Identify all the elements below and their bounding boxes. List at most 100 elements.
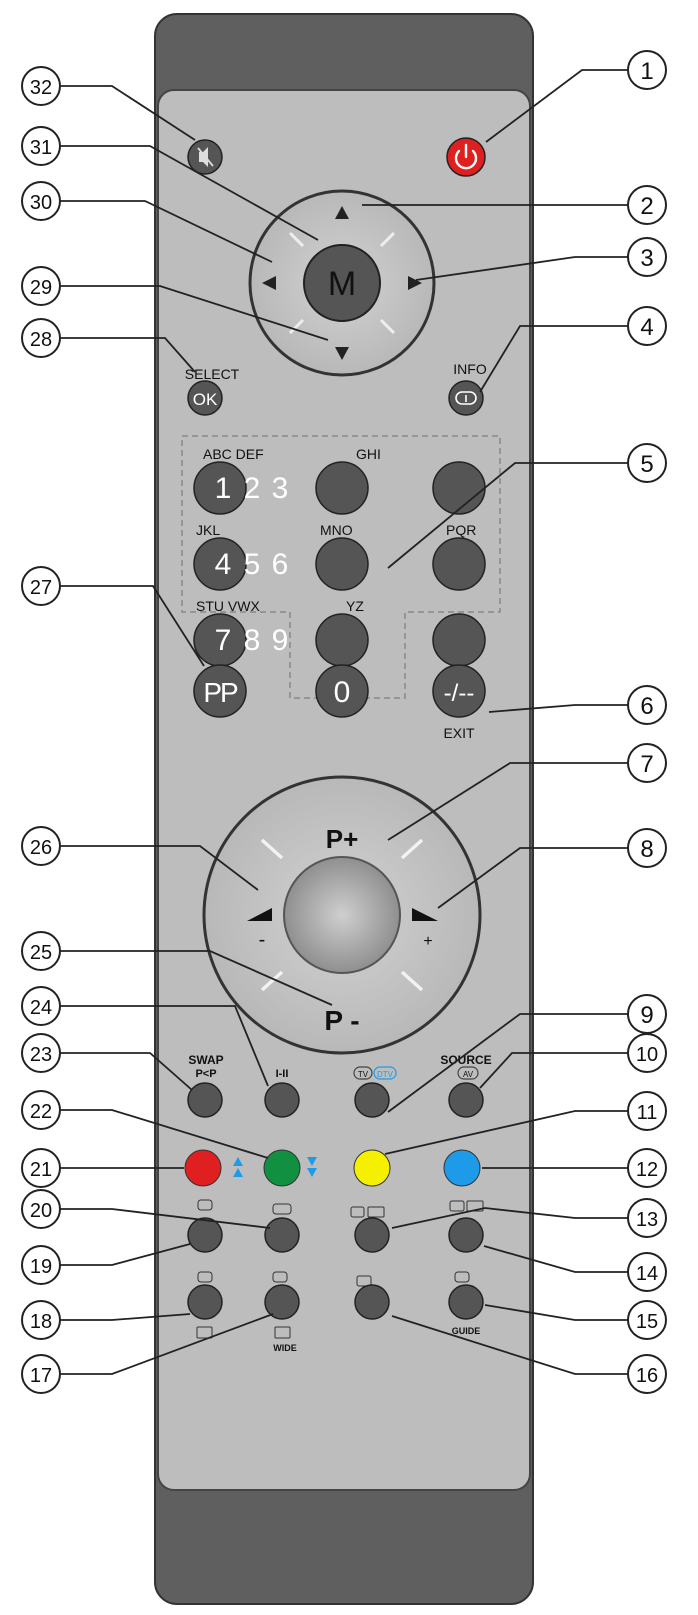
arrow-down-icon[interactable] [335,347,349,360]
digit-1: 1 [215,472,232,505]
callout-5: 5 [640,451,653,478]
callout-19: 19 [30,1256,52,1278]
i-ii-label: I-II [276,1068,289,1080]
tv-dtv-button[interactable] [354,1082,390,1118]
callout-12: 12 [636,1159,658,1181]
volume-down-icon[interactable] [247,908,272,921]
ok-button[interactable] [187,380,223,416]
key-9[interactable] [432,613,486,667]
digit-2: 2 [244,472,261,505]
callout-9: 9 [640,1002,653,1029]
callout-14: 14 [636,1263,658,1285]
key-3[interactable] [432,461,486,515]
red-button[interactable] [184,1149,222,1187]
callout-1: 1 [640,58,653,85]
wide-button[interactable] [264,1284,300,1320]
arrow-up-icon[interactable] [335,206,349,219]
swap-button[interactable] [187,1082,223,1118]
callout-20: 20 [30,1200,52,1222]
swap-label: SWAP [188,1053,223,1067]
callout-27: 27 [30,577,52,599]
exit-label: EXIT [443,725,475,741]
dash-button[interactable] [432,664,486,718]
callouts-right [627,50,667,1394]
callout-21: 21 [30,1159,52,1181]
source-button[interactable] [448,1082,484,1118]
teletext-button-19[interactable] [187,1217,223,1253]
digit-9: 9 [272,624,289,657]
callout-22: 22 [30,1101,52,1123]
volume-up-icon[interactable] [412,908,438,921]
key-4[interactable] [193,537,247,591]
ghi-label: GHI [356,446,381,462]
tv-label: TV [358,1070,369,1079]
p-minus-label: P - [324,1005,359,1036]
av-label: AV [463,1070,474,1079]
arrow-right-icon[interactable] [408,276,422,290]
zero-label: 0 [334,676,351,709]
av-badge [457,1066,479,1080]
ok-label: OK [193,390,218,409]
callout-10: 10 [636,1044,658,1066]
key-2[interactable] [315,461,369,515]
guide-button[interactable] [448,1284,484,1320]
yellow-button[interactable] [353,1149,391,1187]
teletext-button-18[interactable] [187,1284,223,1320]
page-up-arrows-icon [233,1157,243,1177]
select-label: SELECT [185,366,240,382]
vol-minus-label: - [259,929,266,951]
key-6[interactable] [432,537,486,591]
center-button[interactable] [283,856,401,974]
wide-label: WIDE [273,1343,297,1353]
callout-15: 15 [636,1311,658,1333]
dtv-label: DTV [377,1070,394,1079]
callout-17: 17 [30,1365,52,1387]
vol-plus-label: + [423,933,432,950]
stu-vwx-label: STU VWX [196,598,260,614]
callout-29: 29 [30,277,52,299]
callouts-left [21,66,61,1394]
p-lt-p-label: P<P [195,1068,216,1080]
pp-button[interactable] [193,664,247,718]
info-label: INFO [453,361,487,377]
dash-label: -/-- [444,680,475,707]
digit-3: 3 [272,472,289,505]
digit-8: 8 [244,624,261,657]
callout-26: 26 [30,837,52,859]
green-button[interactable] [263,1149,301,1187]
jkl-label: JKL [196,522,220,538]
callout-30: 30 [30,192,52,214]
abc-def-label: ABC DEF [203,446,264,462]
callout-18: 18 [30,1311,52,1333]
arrow-left-icon[interactable] [262,276,276,290]
teletext-button-14[interactable] [448,1217,484,1253]
keypad-frame [181,435,501,699]
menu-button[interactable] [303,244,381,322]
i-ii-button[interactable] [264,1082,300,1118]
power-icon [454,143,478,170]
callout-28: 28 [30,329,52,351]
callout-2: 2 [640,193,653,220]
callout-31: 31 [30,137,52,159]
pqr-label: PQR [446,522,476,538]
blue-button[interactable] [443,1149,481,1187]
key-1[interactable] [193,461,247,515]
pp-label: PP [203,677,238,708]
dtv-badge [373,1066,397,1080]
callout-6: 6 [640,693,653,720]
key-8[interactable] [315,613,369,667]
yz-label: YZ [346,598,364,614]
key-5[interactable] [315,537,369,591]
callout-11: 11 [637,1102,658,1124]
page-down-arrows-icon [307,1157,317,1177]
digit-5: 5 [244,548,261,581]
key-0[interactable] [315,664,369,718]
digit-7: 7 [215,624,232,657]
callout-13: 13 [636,1209,658,1231]
teletext-button-20[interactable] [264,1217,300,1253]
teletext-button-16[interactable] [354,1284,390,1320]
tv-badge [353,1066,373,1080]
teletext-button-13[interactable] [354,1217,390,1253]
